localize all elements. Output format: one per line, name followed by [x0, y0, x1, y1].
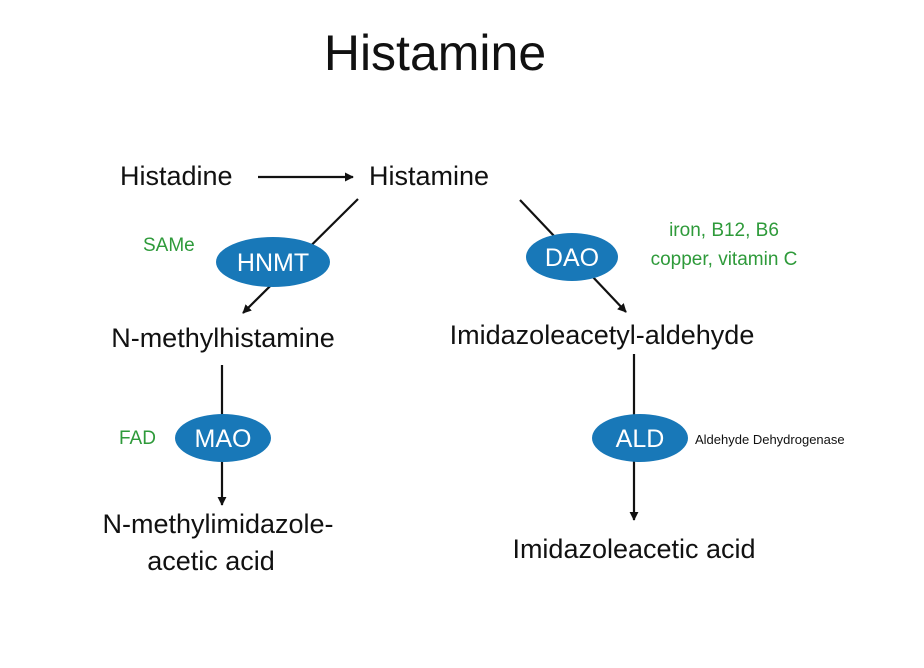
enzyme-mao-label: MAO — [195, 425, 252, 453]
cofactor-same: SAMe — [143, 235, 195, 256]
enzyme-hnmt-ellipse — [216, 237, 330, 287]
enzyme-ald-ellipse — [592, 414, 688, 462]
enzyme-hnmt-label: HNMT — [237, 249, 309, 277]
node-n-methylhistamine: N-methylhistamine — [111, 323, 335, 353]
enzyme-dao: DAO — [526, 233, 618, 281]
enzyme-ald-label: ALD — [616, 425, 665, 453]
note-ald-full-name: Aldehyde Dehydrogenase — [695, 432, 845, 447]
enzyme-mao-ellipse — [175, 414, 271, 462]
cofactor-dao-line1: iron, B12, B6 — [669, 220, 779, 241]
enzyme-ald: ALD — [592, 414, 688, 462]
node-imidazoleacetyl-aldehyde: Imidazoleacetyl-aldehyde — [450, 320, 755, 350]
node-n-methylimidazole-acetic-acid-line1: N-methylimidazole- — [102, 509, 333, 539]
diagram-title: Histamine — [324, 25, 546, 81]
node-imidazoleacetic-acid: Imidazoleacetic acid — [512, 534, 755, 564]
enzyme-dao-ellipse — [526, 233, 618, 281]
node-histadine: Histadine — [120, 161, 233, 191]
node-histamine: Histamine — [369, 161, 489, 191]
enzyme-dao-label: DAO — [545, 244, 599, 272]
node-n-methylimidazole-acetic-acid-line2: acetic acid — [147, 546, 275, 576]
enzyme-hnmt: HNMT — [216, 237, 330, 287]
cofactor-fad: FAD — [119, 428, 156, 449]
enzyme-mao: MAO — [175, 414, 271, 462]
cofactor-dao-line2: copper, vitamin C — [651, 249, 798, 270]
